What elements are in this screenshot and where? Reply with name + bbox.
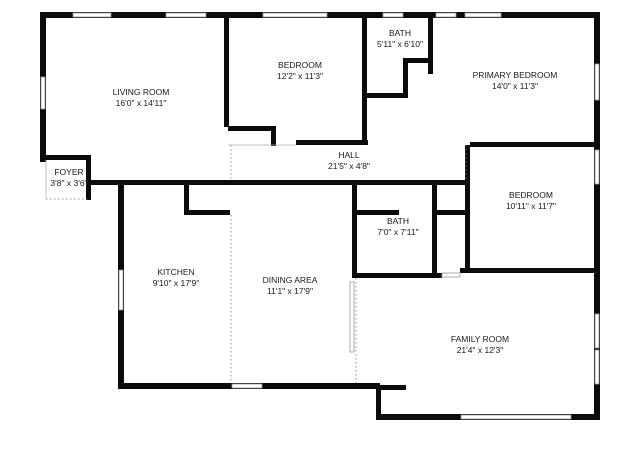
wall-foyer-right bbox=[86, 155, 91, 200]
wall-kitchen-top bbox=[86, 180, 231, 185]
room-dims-living: 16'0" x 14'11" bbox=[116, 98, 167, 108]
wall-hall-lower bbox=[230, 180, 470, 185]
window-bath1-top bbox=[382, 12, 404, 18]
room-dims-hall: 21'5" x 4'8" bbox=[328, 161, 370, 171]
window-primary-top-a bbox=[435, 12, 457, 18]
wall-bath1-inner-a bbox=[362, 93, 407, 98]
room-dims-foyer: 3'8" x 3'6" bbox=[50, 178, 87, 188]
window-living-left bbox=[40, 76, 46, 110]
wall-niche-top bbox=[376, 385, 406, 390]
room-name-dining: DINING AREA bbox=[263, 275, 318, 285]
room-dims-bedroom2: 10'11" x 11'7" bbox=[506, 201, 556, 211]
room-dims-family: 21'4" x 12'3" bbox=[457, 345, 504, 355]
window-family-right-b bbox=[594, 349, 600, 385]
wall-family-top bbox=[352, 273, 442, 278]
window-primary-top-b bbox=[464, 12, 502, 18]
room-name-hall: HALL bbox=[338, 150, 360, 160]
room-dims-kitchen: 9'10" x 17'9" bbox=[153, 278, 200, 288]
window-primary-right bbox=[594, 63, 600, 101]
window-bath2-bottom bbox=[441, 272, 461, 278]
wall-bath2-left bbox=[352, 185, 357, 278]
room-name-bath2: BATH bbox=[387, 216, 409, 226]
room-dims-bath2: 7'0" x 7'11" bbox=[377, 227, 418, 237]
window-kitchen-left bbox=[118, 269, 124, 311]
window-family-bottom bbox=[460, 414, 572, 420]
wall-bath1-right bbox=[428, 12, 433, 74]
wall-bath2-closet bbox=[437, 210, 467, 215]
wall-bedroom1-bottom-stub bbox=[271, 126, 276, 146]
wall-bedroom1-bottom bbox=[228, 126, 276, 131]
wall-right-lower bbox=[594, 145, 600, 420]
wall-bedroom2-left bbox=[465, 145, 470, 270]
wall-family-top-right bbox=[460, 268, 470, 273]
room-dims-primary: 14'0" x 11'3" bbox=[492, 81, 538, 91]
room-name-primary: PRIMARY BEDROOM bbox=[473, 70, 558, 80]
wall-bedroom2-bottom bbox=[465, 268, 598, 273]
window-living-top-b bbox=[165, 12, 207, 18]
wall-niche-left bbox=[376, 385, 381, 420]
wall-bath1-left bbox=[362, 12, 367, 145]
room-name-bedroom2: BEDROOM bbox=[509, 190, 553, 200]
room-dims-bedroom1: 12'2" x 11'3" bbox=[277, 71, 323, 81]
wall-bath2-right bbox=[432, 185, 437, 273]
wall-bath1-inner-b bbox=[403, 58, 408, 98]
window-bedroom1-top bbox=[262, 12, 328, 18]
room-name-kitchen: KITCHEN bbox=[157, 267, 194, 277]
wall-living-right bbox=[224, 12, 229, 127]
window-family-right-a bbox=[594, 313, 600, 349]
room-name-family: FAMILY ROOM bbox=[451, 334, 509, 344]
wall-primary-bottom bbox=[470, 142, 594, 147]
room-dims-bath1: 5'11" x 6'10" bbox=[377, 39, 423, 49]
wall-bedroom1-bottom-right bbox=[296, 140, 368, 145]
room-name-bedroom1: BEDROOM bbox=[278, 60, 322, 70]
window-bedroom2-right bbox=[594, 149, 600, 185]
room-labels: LIVING ROOM 16'0" x 14'11" BEDROOM 12'2"… bbox=[50, 28, 557, 355]
room-name-bath1: BATH bbox=[389, 28, 411, 38]
wall-pantry-bottom bbox=[184, 210, 230, 215]
wall-bath2-top bbox=[352, 210, 399, 215]
room-name-living: LIVING ROOM bbox=[113, 87, 170, 97]
window-living-top-a bbox=[72, 12, 112, 18]
wall-pantry-left bbox=[184, 180, 189, 215]
room-name-foyer: FOYER bbox=[54, 167, 83, 177]
room-dims-dining: 11'1" x 17'9" bbox=[267, 286, 313, 296]
openings bbox=[45, 144, 467, 383]
wall-bath1-inner-c bbox=[403, 58, 431, 63]
wall-foyer-top bbox=[40, 155, 90, 160]
windows bbox=[40, 12, 600, 420]
window-kitchen-bottom bbox=[231, 383, 263, 389]
window-dining-right bbox=[349, 281, 355, 353]
